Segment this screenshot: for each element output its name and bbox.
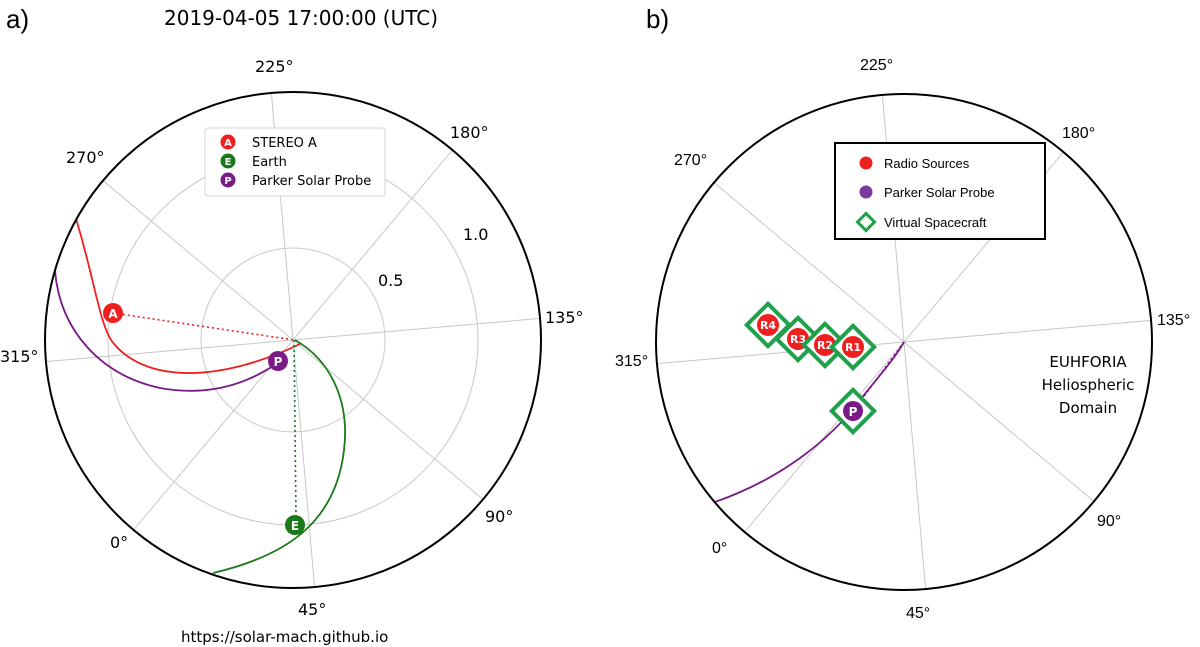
panel-a-title: 2019-04-05 17:00:00 (UTC) bbox=[164, 6, 439, 30]
b-angle-label-135: 135° bbox=[1157, 312, 1190, 329]
angle-label-225: 225° bbox=[255, 57, 294, 76]
legend-item-radio-sources: Radio Sources bbox=[859, 156, 970, 171]
parker-marker: P bbox=[268, 351, 288, 371]
panel-a-legend: A STEREO A E Earth P Parker Solar Probe bbox=[204, 127, 386, 197]
earth-dotted-line bbox=[293, 339, 297, 516]
angle-label-90: 90° bbox=[485, 507, 513, 526]
domain-label: EUHFORIA Heliospheric Domain bbox=[1042, 353, 1135, 417]
b-angle-label-315: 315° bbox=[615, 353, 648, 370]
legend-item-parker: P Parker Solar Probe bbox=[220, 172, 371, 189]
stereo-a-marker: A bbox=[103, 303, 123, 323]
legend-marker-a: A bbox=[224, 138, 232, 149]
panel-b-legend: Radio Sources Parker Solar Probe Virtual… bbox=[834, 142, 1046, 240]
panel-a-grid-ring bbox=[200, 247, 386, 433]
panel-b-letter: b) bbox=[646, 4, 670, 34]
panel-a-outer-ring bbox=[44, 91, 542, 589]
radio-source-label: R2 bbox=[817, 339, 833, 352]
b-angle-label-90: 90° bbox=[1097, 513, 1121, 530]
angle-label-270: 270° bbox=[66, 148, 105, 167]
legend-label-parker: Parker Solar Probe bbox=[252, 174, 371, 189]
radio-source-dot bbox=[757, 314, 779, 336]
parker-marker-letter: P bbox=[274, 355, 283, 369]
b-angle-label-270: 270° bbox=[674, 152, 707, 169]
panel-b-parker-dotted-line bbox=[856, 341, 905, 407]
domain-label-line-1: EUHFORIA bbox=[1049, 353, 1127, 371]
radio-source-r2: R2 bbox=[800, 320, 850, 370]
angle-label-135: 135° bbox=[545, 308, 584, 327]
earth-marker: E bbox=[285, 515, 305, 535]
legend-item-stereo-a: A STEREO A bbox=[220, 134, 317, 151]
panel-a-grid-spoke bbox=[102, 180, 484, 500]
radio-source-label: R1 bbox=[845, 341, 861, 354]
panel-b-probe-letter: P bbox=[849, 405, 858, 419]
parker-spiral bbox=[54, 270, 284, 392]
angle-label-45: 45° bbox=[298, 600, 326, 619]
legend-label-radio-sources: Radio Sources bbox=[884, 156, 970, 171]
panel-a-plot: A E P 0° 45° 90° 135° 180° 225° 270° 315… bbox=[0, 57, 584, 619]
radio-source-r1: R1 bbox=[828, 322, 878, 372]
b-angle-label-0: 0° bbox=[712, 540, 727, 557]
panel-b-outer-ring bbox=[655, 93, 1153, 591]
radio-source-label: R4 bbox=[760, 319, 776, 332]
legend-marker-p: P bbox=[224, 176, 231, 187]
stereo-a-marker-letter: A bbox=[108, 307, 118, 321]
angle-label-0: 0° bbox=[110, 533, 128, 552]
legend-label-earth: Earth bbox=[252, 155, 287, 170]
radio-source-dot bbox=[814, 334, 836, 356]
angle-label-315: 315° bbox=[0, 347, 39, 366]
legend-item-parker-b: Parker Solar Probe bbox=[859, 185, 995, 200]
legend-label-parker-b: Parker Solar Probe bbox=[884, 185, 995, 200]
earth-marker-letter: E bbox=[291, 519, 299, 533]
radio-source-label: R3 bbox=[790, 333, 806, 346]
stereo-a-dotted-line bbox=[112, 312, 295, 341]
radial-label-1-0: 1.0 bbox=[463, 225, 488, 244]
stereo-a-spiral bbox=[75, 218, 301, 374]
earth-spiral bbox=[212, 339, 346, 574]
panel-b-parker-spiral bbox=[711, 341, 905, 504]
legend-label-virtual-spacecraft: Virtual Spacecraft bbox=[884, 215, 987, 230]
panel-b-probe-marker: P bbox=[828, 386, 878, 436]
b-angle-label-225: 225° bbox=[860, 57, 893, 74]
legend-item-earth: E Earth bbox=[220, 153, 287, 170]
radio-source-dot bbox=[842, 336, 864, 358]
legend-item-virtual-spacecraft: Virtual Spacecraft bbox=[855, 211, 987, 233]
legend-label-stereo-a: STEREO A bbox=[252, 136, 317, 151]
angle-label-180: 180° bbox=[450, 123, 489, 142]
legend-marker-e: E bbox=[225, 157, 232, 168]
radial-label-0-5: 0.5 bbox=[378, 271, 403, 290]
b-angle-label-45: 45° bbox=[906, 605, 930, 622]
domain-label-line-3: Domain bbox=[1059, 399, 1117, 417]
panel-a-letter: a) bbox=[6, 4, 30, 34]
domain-label-line-2: Heliospheric bbox=[1042, 376, 1135, 394]
panel-a-footer: https://solar-mach.github.io bbox=[181, 628, 389, 646]
b-angle-label-180: 180° bbox=[1062, 125, 1095, 142]
